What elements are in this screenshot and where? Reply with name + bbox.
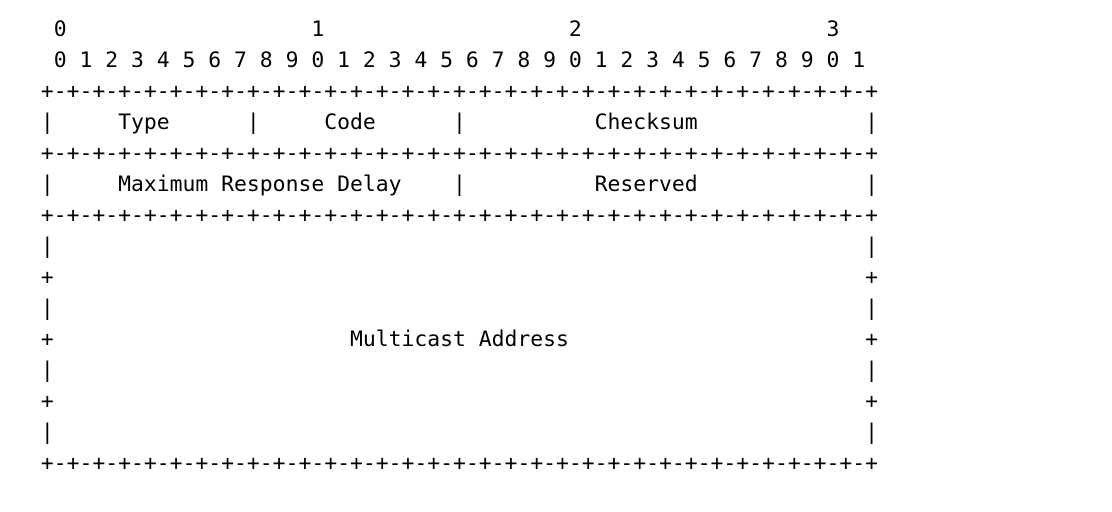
multicast-address-line-7: | | <box>28 420 878 445</box>
bit-tens-ruler: 0 1 2 3 <box>28 17 840 42</box>
multicast-address-label-line: + Multicast Address + <box>28 327 878 352</box>
border-top: +-+-+-+-+-+-+-+-+-+-+-+-+-+-+-+-+-+-+-+-… <box>28 79 878 104</box>
multicast-address-line-6: + + <box>28 389 878 414</box>
row-type-code-checksum: | Type | Code | Checksum | <box>28 110 878 135</box>
multicast-address-line-2: + + <box>28 265 878 290</box>
multicast-address-line-5: | | <box>28 358 878 383</box>
multicast-address-line-1: | | <box>28 234 878 259</box>
border-bottom: +-+-+-+-+-+-+-+-+-+-+-+-+-+-+-+-+-+-+-+-… <box>28 451 878 476</box>
multicast-address-line-3: | | <box>28 296 878 321</box>
bit-units-ruler: 0 1 2 3 4 5 6 7 8 9 0 1 2 3 4 5 6 7 8 9 … <box>28 48 866 73</box>
row-max-response-delay-reserved: | Maximum Response Delay | Reserved | <box>28 172 878 197</box>
border-row-2: +-+-+-+-+-+-+-+-+-+-+-+-+-+-+-+-+-+-+-+-… <box>28 203 878 228</box>
packet-format-diagram: 0 1 2 3 0 1 2 3 4 5 6 7 8 9 0 1 2 3 4 5 … <box>28 14 878 479</box>
border-row-1: +-+-+-+-+-+-+-+-+-+-+-+-+-+-+-+-+-+-+-+-… <box>28 141 878 166</box>
